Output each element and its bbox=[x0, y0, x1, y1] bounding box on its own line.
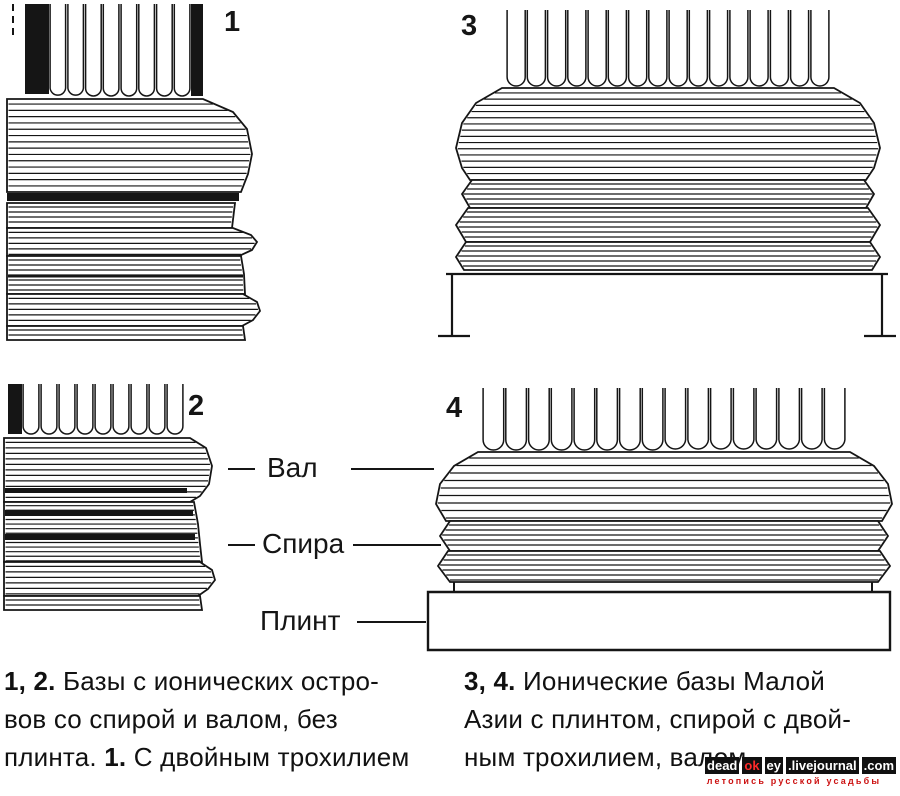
caption-line: плинта. 1. С двойным трохилием bbox=[4, 742, 410, 772]
caption-line: 3, 4. Ионические базы Малой bbox=[464, 666, 825, 696]
label-spira: Спира bbox=[262, 528, 345, 559]
figure-4-drawing bbox=[426, 388, 893, 652]
watermark-site-segment: dead bbox=[705, 757, 740, 774]
caption-line: Азии с плинтом, спирой с двой- bbox=[464, 704, 852, 734]
figure-1-number: 1 bbox=[224, 6, 241, 38]
watermark-site-segment: .com bbox=[861, 757, 896, 774]
watermark-tagline: летопись русской усадьбы bbox=[706, 776, 882, 786]
leader-val-right bbox=[351, 468, 434, 470]
watermark-site-segment: .livejournal bbox=[786, 757, 859, 774]
caption-line: ным трохилием, валом bbox=[464, 742, 747, 772]
watermark-site-segment: ey bbox=[764, 757, 784, 774]
figure-4-number: 4 bbox=[446, 392, 463, 424]
label-plinth: Плинт bbox=[260, 605, 341, 636]
leader-spira-left bbox=[228, 544, 255, 546]
leader-spira-right bbox=[353, 544, 441, 546]
figure-2-drawing bbox=[3, 384, 216, 611]
caption-right: 3, 4. Ионические базы Малой Азии с плинт… bbox=[464, 662, 900, 776]
figure-2-number: 2 bbox=[188, 390, 205, 422]
figure-1-drawing bbox=[6, 4, 262, 341]
figure-3-drawing bbox=[438, 10, 896, 338]
leader-val-left bbox=[228, 468, 255, 470]
caption-line: 1, 2. Базы с ионических остро- bbox=[4, 666, 380, 696]
figure-3-number: 3 bbox=[461, 10, 478, 42]
leader-plinth-right bbox=[357, 621, 426, 623]
watermark-site-segment: ok bbox=[742, 757, 762, 774]
label-val: Вал bbox=[267, 452, 318, 483]
caption-left: 1, 2. Базы с ионических остро- вов со сп… bbox=[4, 662, 449, 776]
caption-line: вов со спирой и валом, без bbox=[4, 704, 338, 734]
